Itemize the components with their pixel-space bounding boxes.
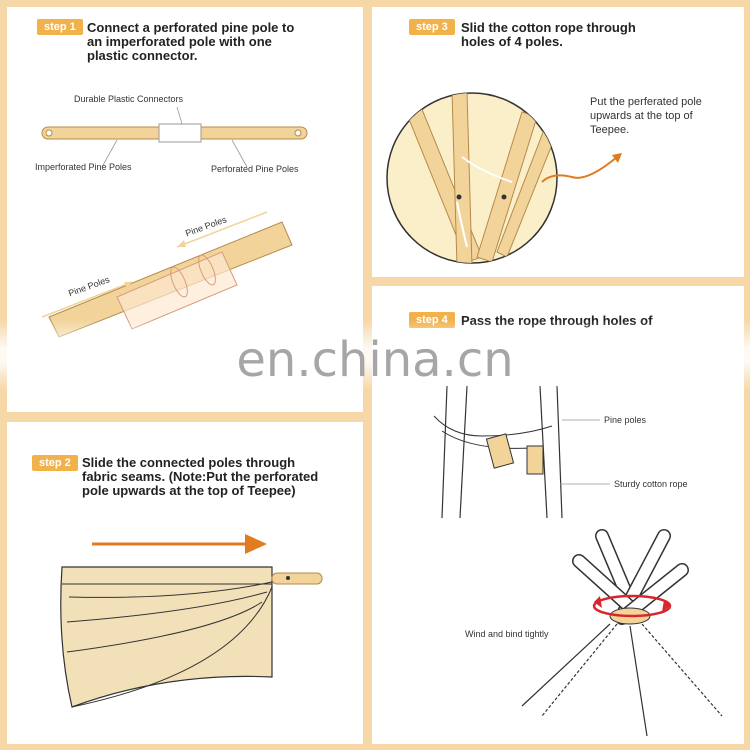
step3-heading: Slid the cotton rope through holes of 4 …: [461, 21, 636, 49]
perforated-label: Perforated Pine Poles: [211, 164, 299, 174]
step2-heading-line: Slide the connected poles through: [82, 455, 296, 470]
step1-heading-line: an imperforated pole with one: [87, 34, 272, 49]
rope-label: Sturdy cotton rope: [614, 479, 688, 489]
connector-label: Durable Plastic Connectors: [74, 94, 184, 104]
step2-illustration: [60, 534, 323, 708]
step2-heading-line: pole upwards at the top of Teepee): [82, 483, 296, 498]
step3-heading-line: holes of 4 poles.: [461, 34, 563, 49]
pine-poles-label: Pine poles: [604, 415, 647, 425]
step1-badge: step 1: [37, 19, 83, 35]
step2-badge: step 2: [32, 455, 78, 471]
step1-heading-line: plastic connector.: [87, 48, 198, 63]
imperforated-label: Imperforated Pine Poles: [35, 162, 132, 172]
step3-note: Put the perferated pole upwards at the t…: [590, 95, 702, 137]
step2-panel: step 2 Slide the connected poles through…: [7, 422, 363, 744]
step1-heading: Connect a perforated pine pole to an imp…: [87, 21, 294, 63]
step3-heading-line: Slid the cotton rope through: [461, 20, 636, 35]
step3-illustration: [386, 92, 622, 264]
step1-illustration: [41, 106, 308, 338]
wind-label: Wind and bind tightly: [465, 629, 549, 639]
step3-note-line: upwards at the top of: [590, 110, 693, 122]
step2-heading: Slide the connected poles through fabric…: [82, 456, 318, 498]
step3-panel: step 3 Slid the cotton rope through hole…: [372, 7, 744, 277]
step3-badge: step 3: [409, 19, 455, 35]
step4-panel: step 4 Pass the rope through holes of Pi…: [372, 286, 744, 744]
step3-note-line: Teepee.: [590, 124, 630, 136]
step2-heading-line: fabric seams. (Note:Put the perforated: [82, 469, 319, 484]
step1-heading-line: Connect a perforated pine pole to: [87, 20, 295, 35]
step1-panel: step 1 Connect a perforated pine pole to…: [7, 7, 363, 412]
step4-illustration: [433, 385, 723, 737]
step3-note-line: Put the perferated pole: [590, 96, 702, 108]
